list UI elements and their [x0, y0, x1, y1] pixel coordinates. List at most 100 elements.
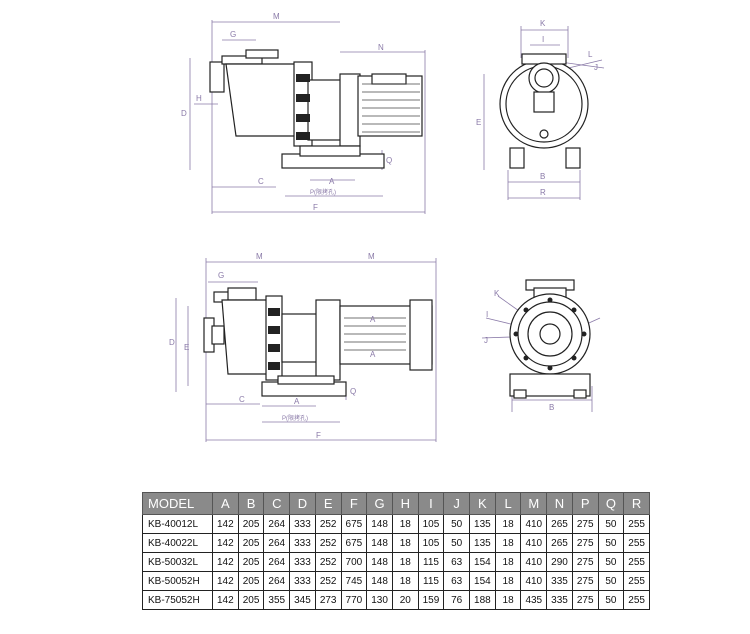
header-col-m: M	[520, 492, 548, 515]
value-cell: 63	[443, 552, 471, 572]
value-cell: 142	[212, 514, 239, 534]
dim-label-J: J	[594, 63, 598, 72]
value-cell: 115	[417, 571, 445, 591]
value-cell: 18	[494, 533, 522, 553]
value-cell: 50	[597, 514, 625, 534]
model-cell: KB-75052H	[142, 590, 213, 610]
value-cell: 18	[391, 514, 419, 534]
pump-drawings: M N G D H C A P(限拷孔) F Q	[169, 12, 605, 442]
value-cell: 205	[237, 590, 265, 610]
bottom-front-view: K I J B	[481, 279, 601, 412]
dim-label-F: F	[316, 431, 321, 440]
value-cell: 275	[571, 514, 599, 534]
value-cell: 50	[597, 571, 625, 591]
dim-label-F: F	[313, 203, 318, 212]
value-cell: 18	[391, 533, 419, 553]
value-cell: 275	[571, 590, 599, 610]
value-cell: 675	[340, 514, 368, 534]
value-cell: 264	[263, 571, 291, 591]
bottom-side-view: M M G E D C A P(限拷孔) F Q	[169, 252, 437, 442]
value-cell: 18	[494, 590, 522, 610]
top-front-view: K I J L E B R	[476, 19, 605, 200]
value-cell: 135	[469, 533, 496, 553]
header-col-e: E	[314, 492, 342, 515]
value-cell: 333	[289, 552, 316, 572]
value-cell: 18	[494, 571, 522, 591]
header-col-n: N	[546, 492, 573, 515]
value-cell: 50	[597, 552, 625, 572]
value-cell: 255	[623, 552, 650, 572]
value-cell: 142	[212, 571, 239, 591]
value-cell: 410	[520, 552, 548, 572]
header-col-q: Q	[597, 492, 625, 515]
value-cell: 105	[417, 533, 445, 553]
value-cell: 335	[546, 571, 573, 591]
value-cell: 50	[443, 533, 471, 553]
value-cell: 264	[263, 552, 291, 572]
value-cell: 275	[571, 571, 599, 591]
value-cell: 255	[623, 571, 650, 591]
dim-label-Q: Q	[350, 387, 356, 396]
dim-label-K: K	[494, 289, 500, 298]
dim-label-H: H	[196, 94, 202, 103]
dim-label-G: G	[218, 271, 224, 280]
dim-label-E: E	[184, 343, 189, 352]
value-cell: 252	[314, 514, 342, 534]
dim-label-M-left: M	[256, 252, 263, 261]
value-cell: 675	[340, 533, 368, 553]
header-col-i: I	[417, 492, 445, 515]
dim-label-R: R	[540, 188, 546, 197]
value-cell: 275	[571, 533, 599, 553]
dim-label-E: E	[476, 118, 481, 127]
dim-label-C: C	[258, 177, 264, 186]
value-cell: 142	[212, 590, 239, 610]
dim-label-A: A	[294, 397, 300, 406]
dim-label-I: I	[542, 35, 544, 44]
dim-label-M: M	[273, 12, 280, 21]
value-cell: 142	[212, 533, 239, 553]
value-cell: 63	[443, 571, 471, 591]
value-cell: 700	[340, 552, 368, 572]
value-cell: 20	[391, 590, 419, 610]
value-cell: 205	[237, 571, 265, 591]
dim-label-D: D	[169, 338, 175, 347]
value-cell: 273	[314, 590, 342, 610]
value-cell: 142	[212, 552, 239, 572]
value-cell: 435	[520, 590, 548, 610]
value-cell: 264	[263, 514, 291, 534]
header-model: MODEL	[142, 492, 213, 515]
value-cell: 265	[546, 514, 573, 534]
value-cell: 410	[520, 514, 548, 534]
value-cell: 18	[391, 552, 419, 572]
dim-label-N: N	[378, 43, 384, 52]
value-cell: 355	[263, 590, 291, 610]
value-cell: 135	[469, 514, 496, 534]
value-cell: 115	[417, 552, 445, 572]
value-cell: 205	[237, 552, 265, 572]
value-cell: 50	[597, 533, 625, 553]
value-cell: 345	[289, 590, 316, 610]
value-cell: 148	[366, 552, 393, 572]
value-cell: 18	[391, 571, 419, 591]
value-cell: 252	[314, 571, 342, 591]
value-cell: 159	[417, 590, 445, 610]
value-cell: 130	[366, 590, 393, 610]
value-cell: 410	[520, 533, 548, 553]
value-cell: 333	[289, 571, 316, 591]
value-cell: 154	[469, 571, 496, 591]
dim-label-G: G	[230, 30, 236, 39]
dim-label-D: D	[181, 109, 187, 118]
model-cell: KB-40012L	[142, 514, 213, 534]
header-col-f: F	[340, 492, 368, 515]
value-cell: 188	[469, 590, 496, 610]
header-col-r: R	[623, 492, 650, 515]
value-cell: 148	[366, 571, 393, 591]
value-cell: 333	[289, 533, 316, 553]
dim-label-Q: Q	[386, 156, 392, 165]
value-cell: 770	[340, 590, 368, 610]
